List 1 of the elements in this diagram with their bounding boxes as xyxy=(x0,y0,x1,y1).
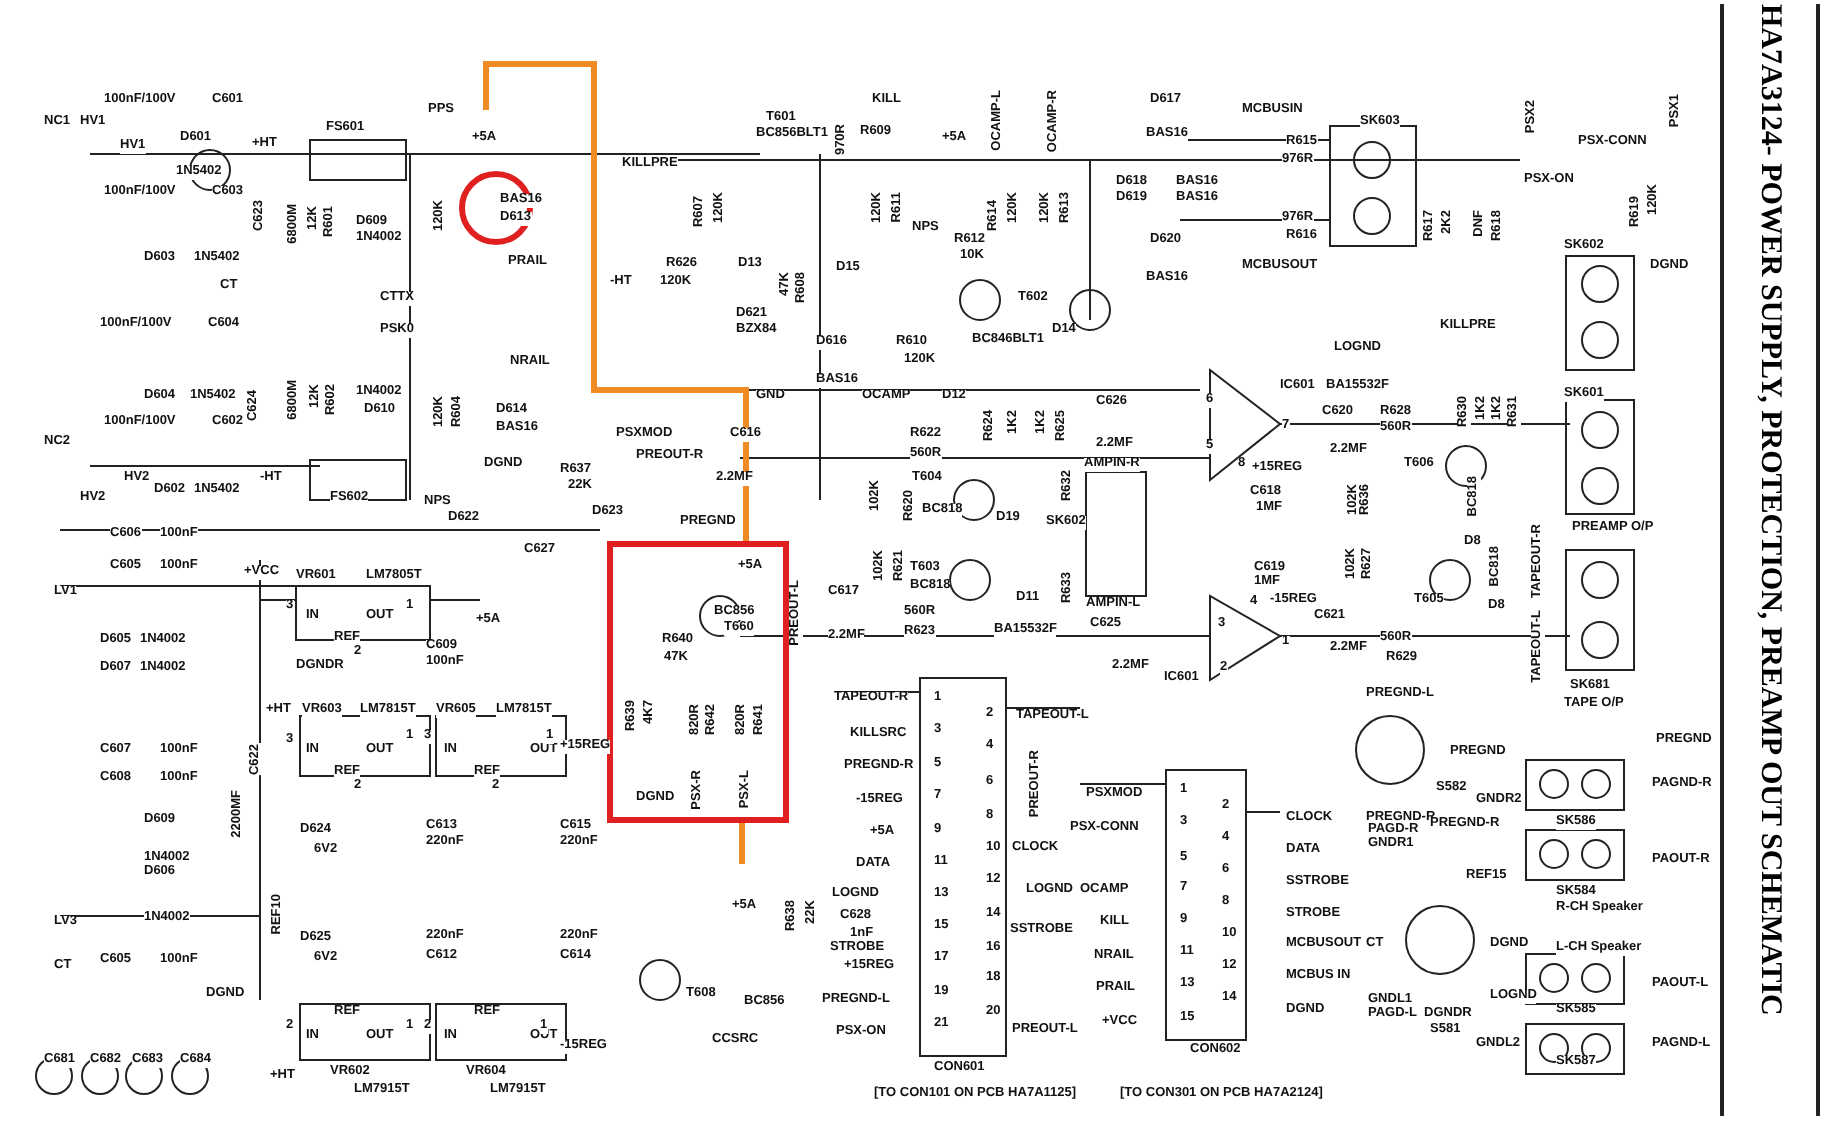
schematic-title: HA7A3124- POWER SUPPLY, PROTECTION, PREAMP OUT SCHEMATIC xyxy=(1720,4,1820,1116)
